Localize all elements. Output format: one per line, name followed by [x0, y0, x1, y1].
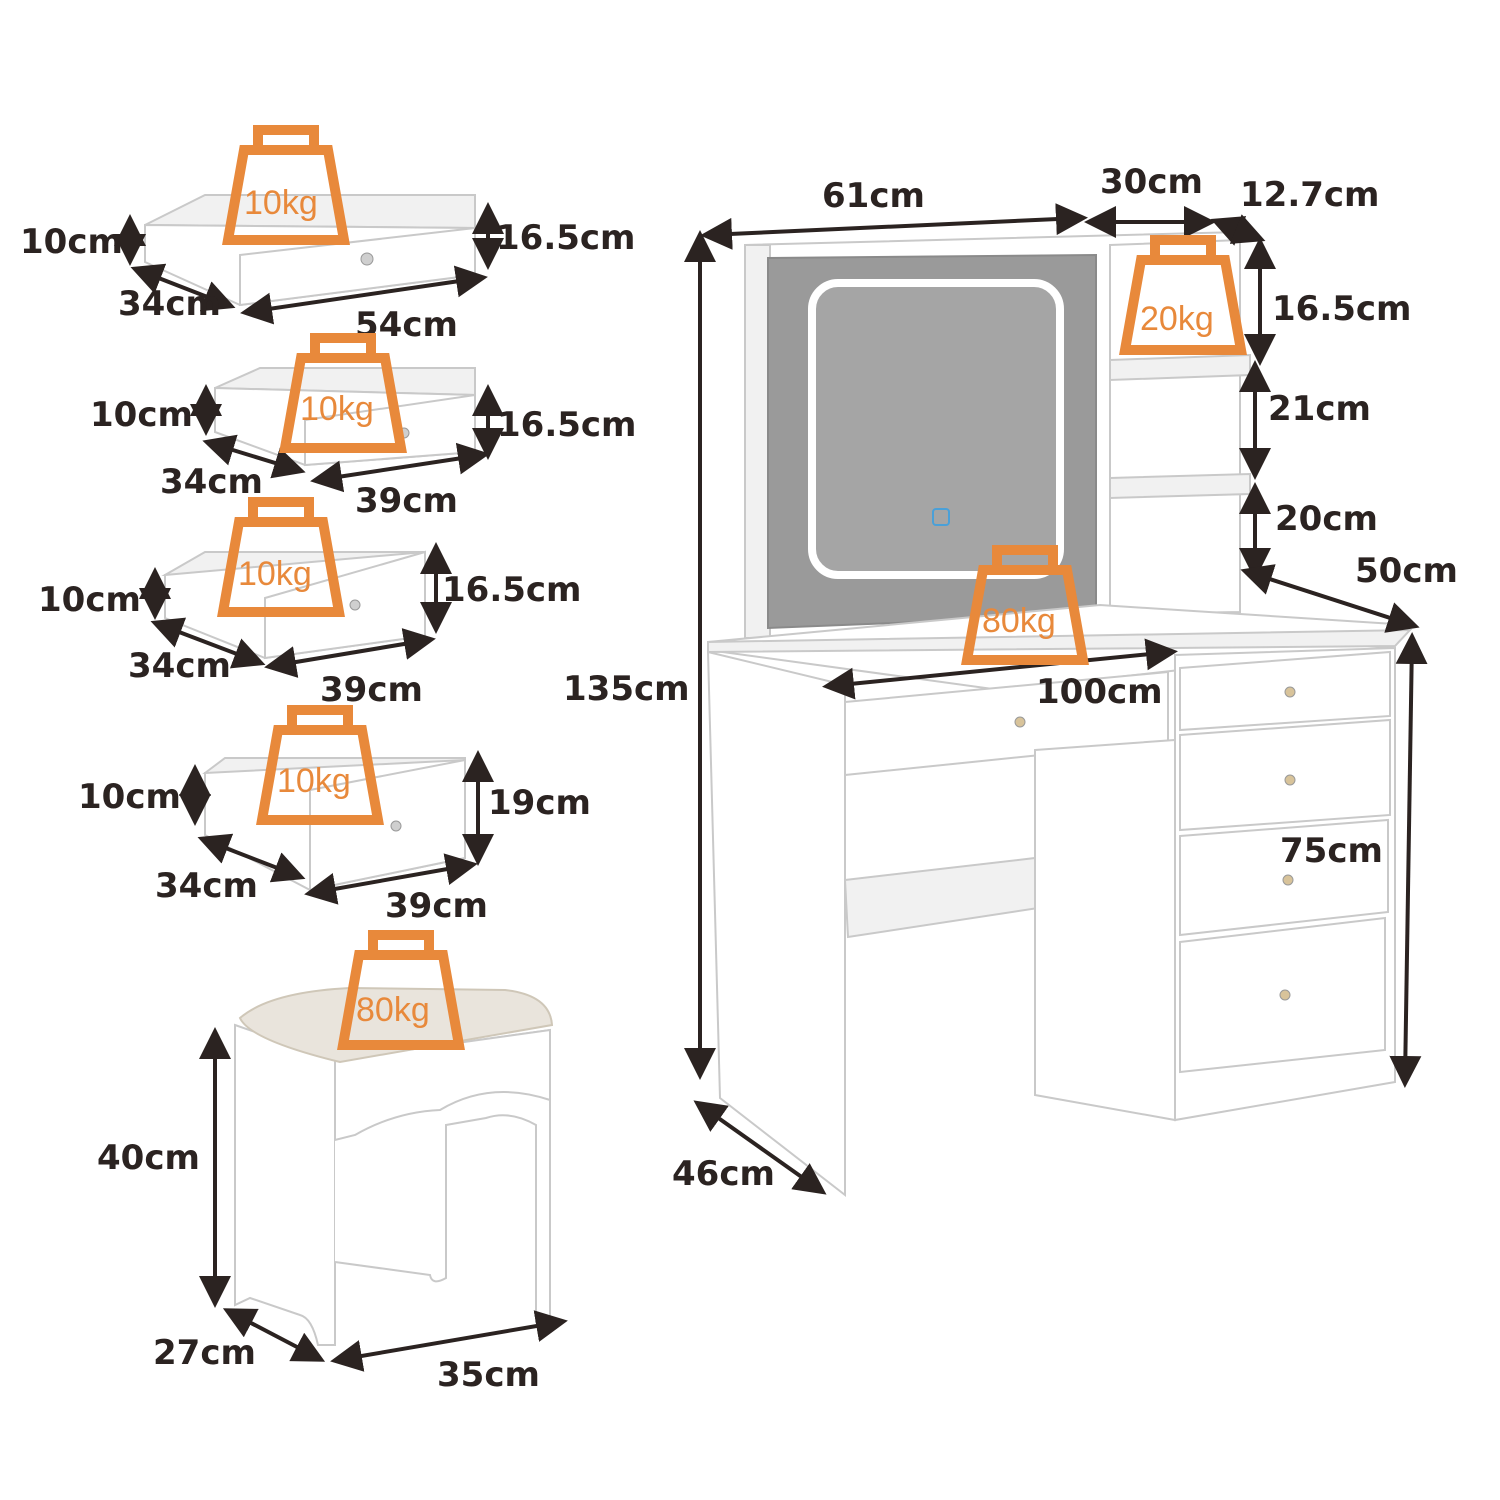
drawer-knob: [390, 820, 402, 832]
shelf-width: 30cm: [1100, 162, 1203, 202]
drawer-knob: [1284, 774, 1296, 786]
drawer-1-side: 34cm: [118, 284, 221, 324]
drawer-knob: [1282, 874, 1294, 886]
touch-switch-icon[interactable]: [932, 508, 950, 526]
drawer-1-height: 16.5cm: [496, 218, 635, 258]
drawer-3-width: 39cm: [320, 670, 423, 710]
drawer-1-depth: 10cm: [20, 222, 123, 262]
stool-cushion: [238, 986, 554, 1064]
led-mirror: [808, 279, 1064, 579]
drawer-2-height: 16.5cm: [497, 405, 636, 445]
drawer-2: 10cm 16.5cm 34cm 39cm 10kg: [90, 338, 636, 521]
drawer-3-load: 10kg: [238, 555, 312, 593]
mirror-width: 61cm: [822, 176, 925, 216]
stool: 40cm 27cm 35cm 80kg: [97, 935, 568, 1395]
table-width: 100cm: [1036, 672, 1163, 712]
drawer-4-width: 39cm: [385, 886, 488, 926]
drawer-2-depth: 10cm: [90, 395, 193, 435]
drawer-4-side: 34cm: [155, 866, 258, 906]
shelf-load: 20kg: [1140, 300, 1214, 338]
base-depth: 46cm: [672, 1154, 775, 1194]
top-depth: 50cm: [1355, 551, 1458, 591]
vanity-table: 61cm 30cm 12.7cm 16.5cm 21cm 20cm 50cm 1…: [563, 162, 1458, 1198]
drawer-2-load: 10kg: [300, 390, 374, 428]
total-height: 135cm: [563, 669, 690, 709]
drawer-3-side: 34cm: [128, 646, 231, 686]
drawer-3: 10cm 16.5cm 34cm 39cm 10kg: [38, 502, 581, 710]
drawer-1: 10cm 16.5cm 34cm 54cm 10kg: [20, 130, 635, 345]
stool-height: 40cm: [97, 1138, 200, 1178]
shelf-low-height: 20cm: [1275, 499, 1378, 539]
stool-load: 80kg: [356, 991, 430, 1029]
drawer-knob: [360, 252, 374, 266]
drawer-2-width: 39cm: [355, 481, 458, 521]
drawer-knob: [1014, 716, 1026, 728]
drawer-knob: [349, 599, 361, 611]
drawer-2-side: 34cm: [160, 462, 263, 502]
drawer-knob: [1284, 686, 1296, 698]
drawer-1-load: 10kg: [244, 184, 318, 222]
drawer-4-depth: 10cm: [78, 777, 181, 817]
stool-width: 35cm: [437, 1355, 540, 1395]
drawer-4-height: 19cm: [488, 783, 591, 823]
table-height: 75cm: [1280, 831, 1383, 871]
table-load: 80kg: [982, 602, 1056, 640]
drawer-knob: [1279, 989, 1291, 1001]
stool-depth: 27cm: [153, 1333, 256, 1373]
shelf-mid-height: 21cm: [1268, 389, 1371, 429]
drawer-3-depth: 10cm: [38, 580, 141, 620]
shelf-depth: 12.7cm: [1240, 175, 1379, 215]
shelf-top-height: 16.5cm: [1272, 289, 1411, 329]
drawer-4: 10cm 19cm 34cm 39cm 10kg: [78, 710, 591, 926]
drawer-3-height: 16.5cm: [442, 570, 581, 610]
drawer-4-load: 10kg: [277, 762, 351, 800]
